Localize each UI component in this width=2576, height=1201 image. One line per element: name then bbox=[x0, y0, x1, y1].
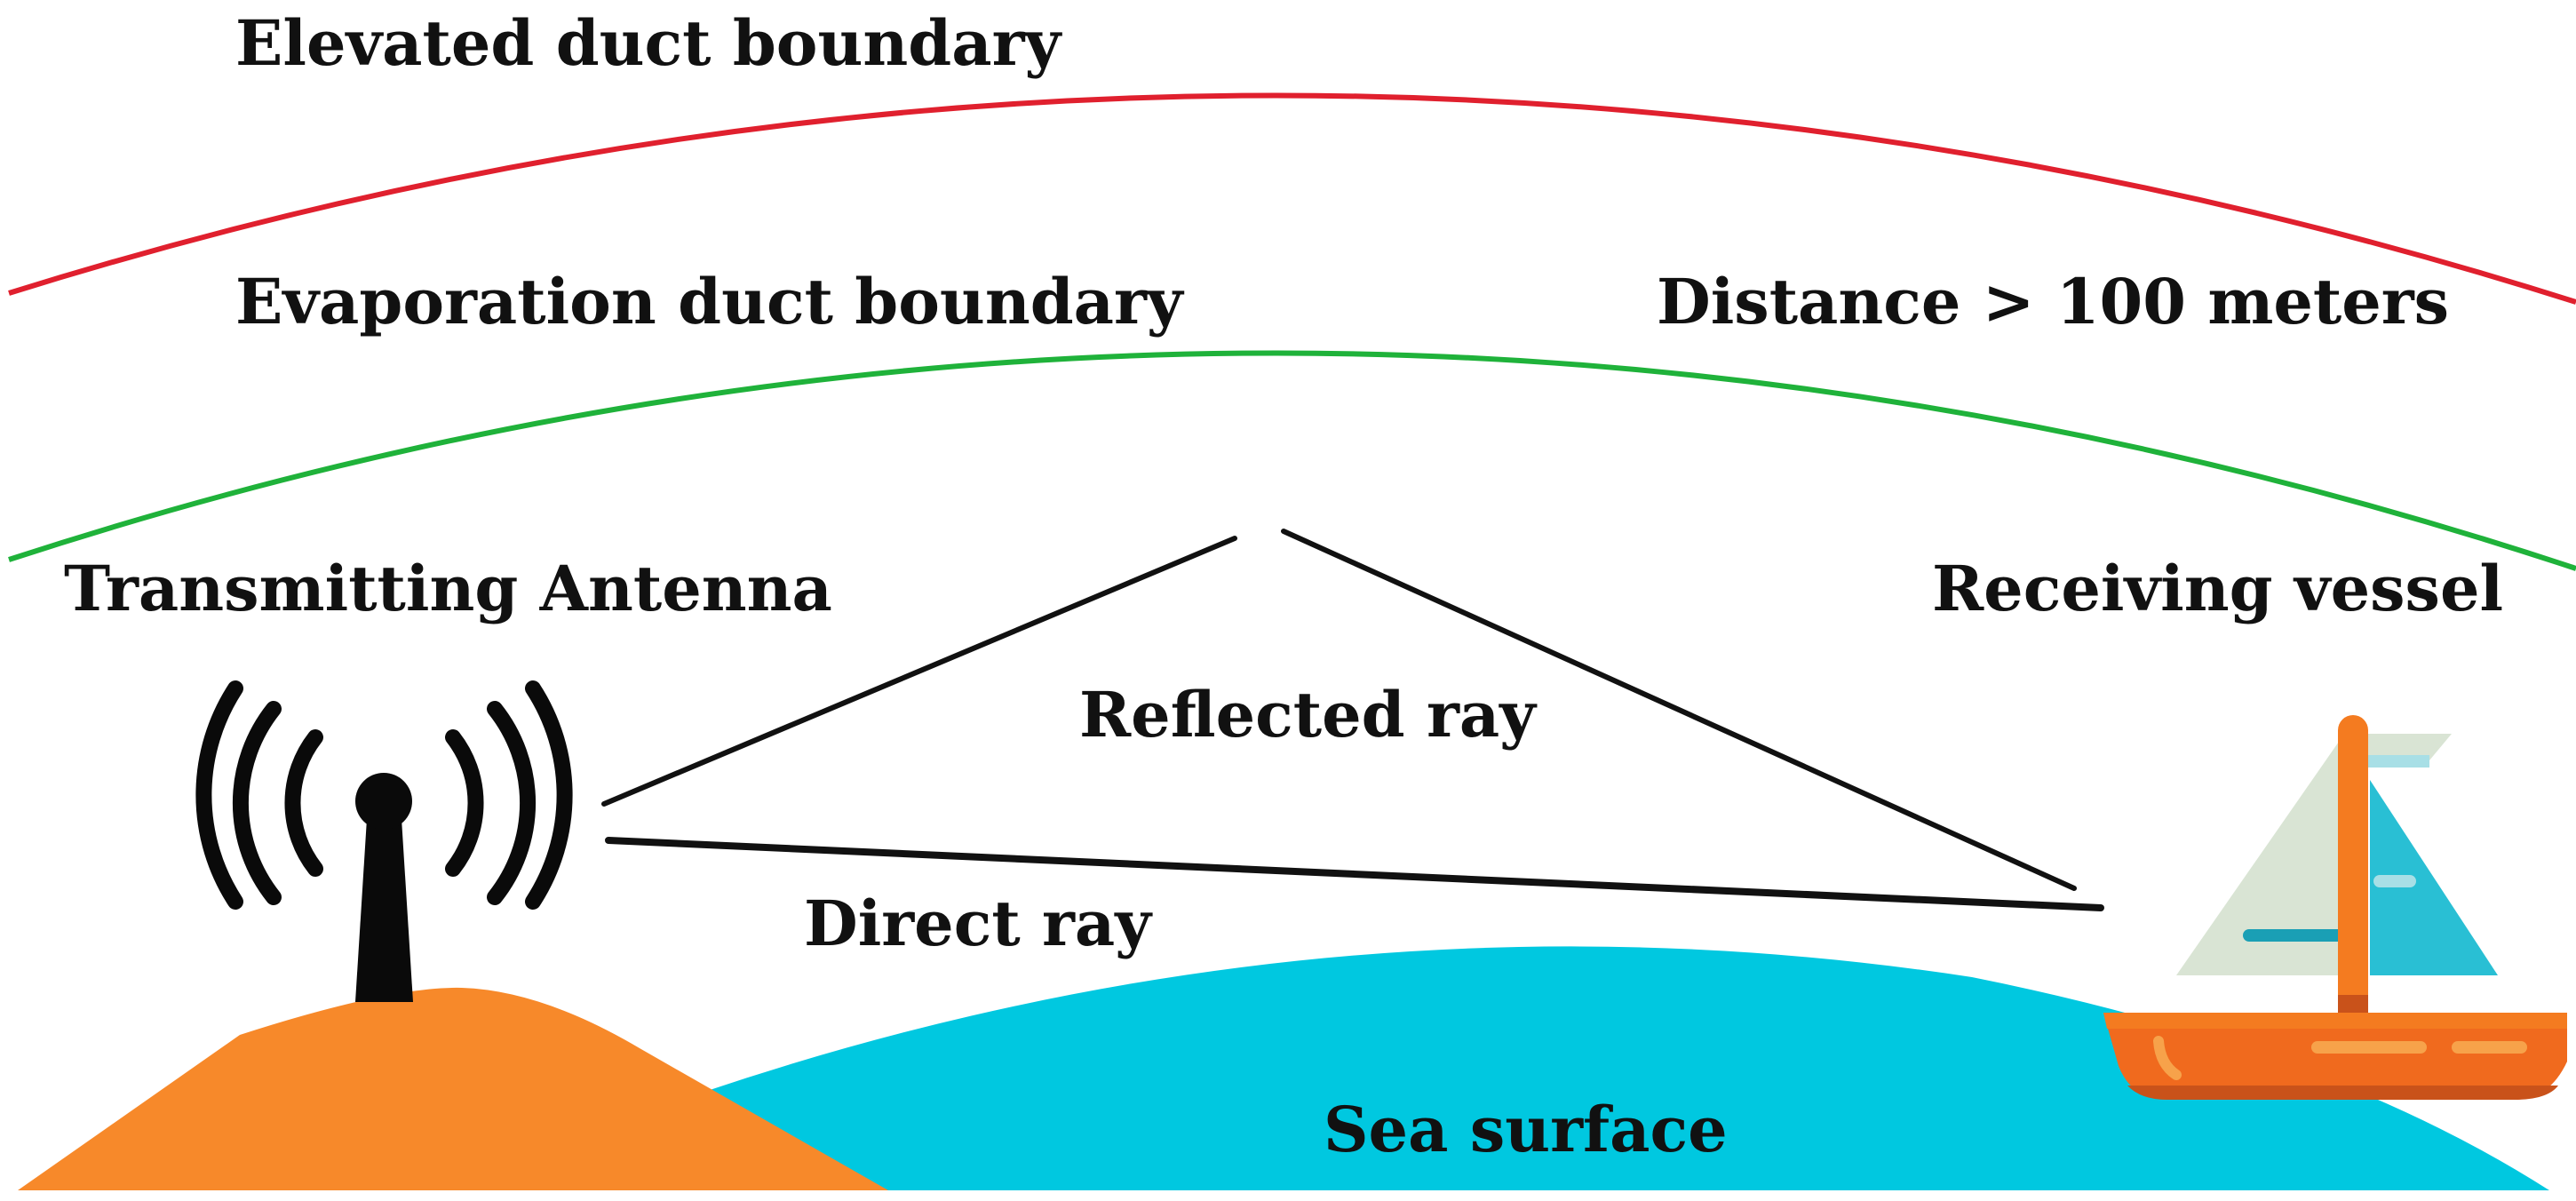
land-hill bbox=[18, 987, 888, 1190]
direct-ray-label: Direct ray bbox=[804, 887, 1151, 960]
sailboat-icon bbox=[2103, 715, 2567, 1100]
radio-tower-icon bbox=[195, 680, 573, 1002]
reflected-ray bbox=[601, 529, 2077, 891]
sea-surface bbox=[702, 946, 2549, 1190]
distance-label: Distance > 100 meters bbox=[1657, 265, 2450, 338]
transmitting-antenna-label: Transmitting Antenna bbox=[64, 552, 832, 625]
receiving-vessel-label: Receiving vessel bbox=[1932, 552, 2504, 625]
evaporation-duct-boundary-line bbox=[8, 350, 2576, 571]
sea-surface-label: Sea surface bbox=[1324, 1093, 1728, 1166]
reflected-ray-label: Reflected ray bbox=[1079, 678, 1536, 752]
elevated-duct-boundary-line bbox=[8, 92, 2576, 305]
elevated-duct-boundary-label: Elevated duct boundary bbox=[235, 6, 1061, 80]
direct-ray bbox=[605, 837, 2104, 911]
evaporation-duct-boundary-label: Evaporation duct boundary bbox=[235, 265, 1183, 338]
